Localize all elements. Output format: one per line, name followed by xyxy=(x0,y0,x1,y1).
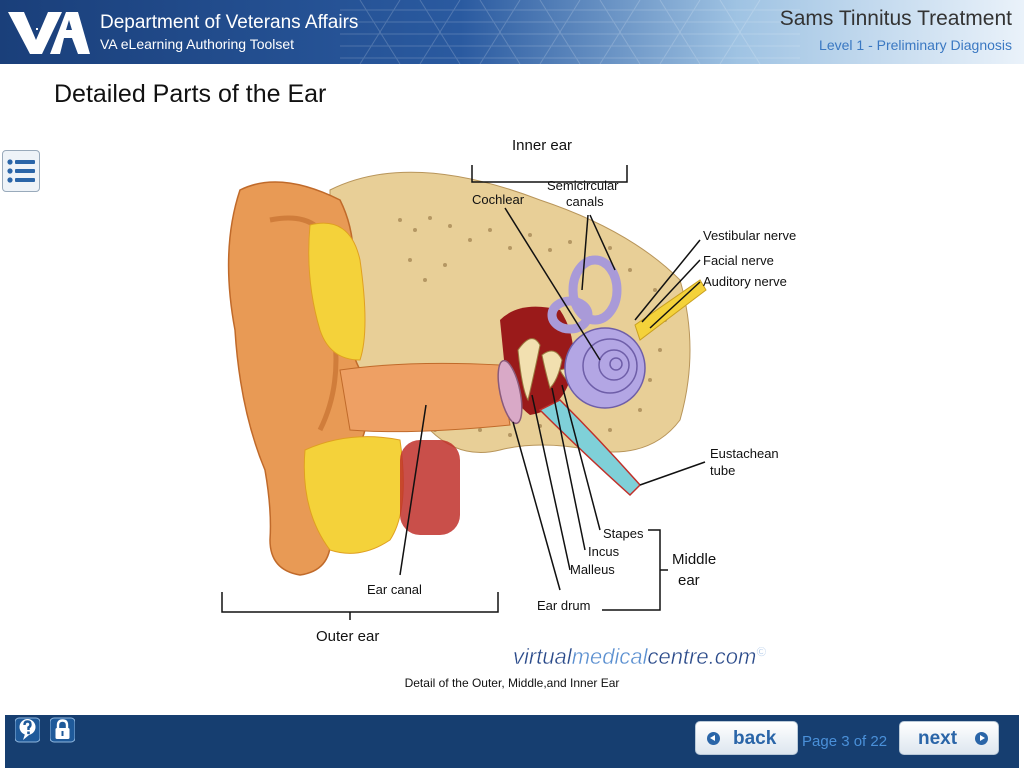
semicircular-canals xyxy=(547,255,622,334)
ear-canal xyxy=(339,362,511,433)
header-decoration xyxy=(340,0,800,64)
arrow-right-icon xyxy=(975,732,988,745)
label-eustachean-1: Eustachean xyxy=(710,446,779,461)
label-eustachean-2: tube xyxy=(710,463,735,478)
label-inner-ear: Inner ear xyxy=(512,137,572,154)
label-stapes: Stapes xyxy=(603,526,644,541)
ear-drum xyxy=(497,359,523,425)
figure-caption: Detail of the Outer, Middle,and Inner Ea… xyxy=(404,676,620,690)
label-outer-ear: Outer ear xyxy=(316,628,379,645)
page-title: Detailed Parts of the Ear xyxy=(54,80,327,108)
department-name: Department of Veterans Affairs xyxy=(100,12,359,33)
label-ear-canal: Ear canal xyxy=(367,582,422,597)
label-ear-drum: Ear drum xyxy=(537,598,590,613)
va-logo xyxy=(8,12,90,54)
next-button-label: next xyxy=(918,728,958,749)
label-middle-1: Middle xyxy=(672,551,716,568)
course-title: Sams Tinnitus Treatment xyxy=(779,7,1012,30)
incus xyxy=(541,350,563,389)
cartilage-lower xyxy=(303,436,404,554)
muscle xyxy=(400,440,460,535)
ear-diagram: Inner ear Cochlear Semicircular canals V… xyxy=(221,137,796,669)
eustachian-tube xyxy=(538,399,642,497)
label-incus: Incus xyxy=(588,544,620,559)
watermark-part1: virtual xyxy=(513,644,573,669)
level-label: Level 1 - Preliminary Diagnosis xyxy=(819,37,1012,53)
label-semicircular-1: Semicircular xyxy=(547,178,619,193)
next-button[interactable]: next xyxy=(899,721,999,755)
label-auditory-nerve: Auditory nerve xyxy=(703,274,787,289)
lock-icon xyxy=(49,717,76,743)
label-cochlear: Cochlear xyxy=(472,192,525,207)
label-facial-nerve: Facial nerve xyxy=(703,253,774,268)
bone-texture xyxy=(398,216,667,437)
back-button-label: back xyxy=(733,728,777,749)
footer-bar xyxy=(5,715,1019,768)
label-middle-2: ear xyxy=(678,572,700,589)
label-semicircular-2: canals xyxy=(566,194,604,209)
cochlea xyxy=(564,327,646,409)
cartilage-upper xyxy=(308,222,366,361)
malleus xyxy=(517,338,541,402)
arrow-left-icon xyxy=(707,732,720,745)
menu-button[interactable] xyxy=(2,150,40,192)
watermark-part3: centre.com xyxy=(648,644,757,669)
page-indicator: Page 3 of 22 xyxy=(802,733,888,750)
label-malleus: Malleus xyxy=(570,562,615,577)
toolset-name: VA eLearning Authoring Toolset xyxy=(100,36,295,52)
help-icon xyxy=(14,717,41,743)
header-banner: Department of Veterans Affairs VA eLearn… xyxy=(0,0,1024,64)
label-vestibular-nerve: Vestibular nerve xyxy=(703,228,796,243)
watermark-logo: virtualmedicalcentre.com© xyxy=(513,644,766,669)
watermark-symbol: © xyxy=(756,644,766,659)
watermark-part2: medical xyxy=(572,644,649,669)
leader-lines xyxy=(221,165,706,620)
back-button[interactable]: back xyxy=(695,721,798,755)
lock-button[interactable] xyxy=(49,714,76,744)
help-button[interactable] xyxy=(14,714,41,744)
list-icon xyxy=(7,159,35,183)
